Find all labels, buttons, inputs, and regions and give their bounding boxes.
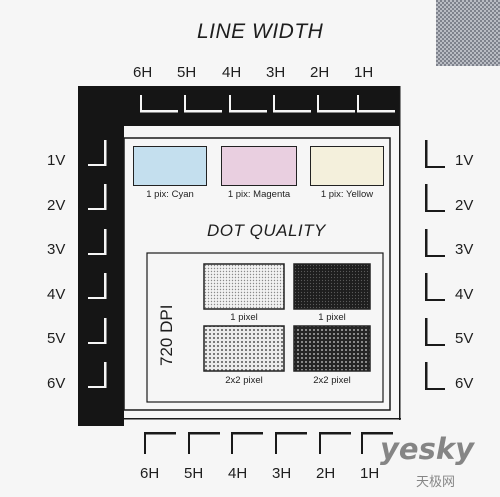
- right-label-3v: 3V: [455, 241, 474, 258]
- bottom-label-5h: 5H: [184, 465, 204, 482]
- inner-frame: [123, 137, 391, 411]
- left-label-6v: 6V: [47, 375, 66, 392]
- bottom-label-3h: 3H: [272, 465, 292, 482]
- right-label-5v: 5V: [455, 330, 474, 347]
- bottom-label-2h: 2H: [316, 465, 336, 482]
- swatch-label-yellow: 1 pix: Yellow: [320, 189, 374, 200]
- dot-swatch-label-2: 1 pixel: [318, 312, 346, 323]
- left-tick-marks: [88, 140, 107, 388]
- swatch-label-magenta: 1 pix: Magenta: [227, 189, 291, 200]
- dot-swatch-fill-1: [203, 263, 285, 310]
- right-label-1v: 1V: [455, 152, 474, 169]
- bottom-label-4h: 4H: [228, 465, 248, 482]
- dot-swatch-fill-2: [293, 263, 371, 310]
- left-label-3v: 3V: [47, 241, 66, 258]
- swatch-yellow: [310, 146, 384, 186]
- dot-quality-frame: [146, 252, 384, 403]
- right-label-4v: 4V: [455, 286, 474, 303]
- page-title: LINE WIDTH: [197, 20, 324, 43]
- swatch-magenta: [221, 146, 297, 186]
- left-label-5v: 5V: [47, 330, 66, 347]
- watermark-brand: yesky: [380, 432, 475, 466]
- right-label-2v: 2V: [455, 197, 474, 214]
- black-border-left: [78, 86, 124, 426]
- outer-frame-bottom: [124, 418, 401, 420]
- bottom-label-1h: 1H: [360, 465, 380, 482]
- dpi-label: 720 DPI: [157, 304, 176, 366]
- watermark-chinese: 天极网: [416, 475, 456, 490]
- top-label-1h: 1H: [354, 64, 374, 81]
- left-label-2v: 2V: [47, 197, 66, 214]
- black-border-top: [78, 86, 400, 126]
- top-label-4h: 4H: [222, 64, 242, 81]
- left-label-4v: 4V: [47, 286, 66, 303]
- top-tick-marks: [140, 95, 395, 113]
- dot-swatch-label-4: 2x2 pixel: [313, 375, 351, 386]
- right-tick-marks: [425, 140, 445, 390]
- top-label-3h: 3H: [266, 64, 286, 81]
- top-label-2h: 2H: [310, 64, 330, 81]
- dot-quality-title: DOT QUALITY: [207, 221, 326, 240]
- swatch-cyan: [133, 146, 207, 186]
- left-label-1v: 1V: [47, 152, 66, 169]
- outer-frame-right: [399, 86, 401, 420]
- dot-swatch-fill-4: [293, 325, 371, 372]
- dot-swatch-label-3: 2x2 pixel: [225, 375, 263, 386]
- right-label-6v: 6V: [455, 375, 474, 392]
- swatch-label-cyan: 1 pix: Cyan: [146, 189, 194, 200]
- halftone-corner: [436, 0, 500, 66]
- top-label-5h: 5H: [177, 64, 197, 81]
- dot-swatch-fill-3: [203, 325, 285, 372]
- top-label-6h: 6H: [133, 64, 153, 81]
- bottom-label-6h: 6H: [140, 465, 160, 482]
- bottom-tick-marks: [144, 432, 393, 454]
- dot-swatch-label-1: 1 pixel: [230, 312, 258, 323]
